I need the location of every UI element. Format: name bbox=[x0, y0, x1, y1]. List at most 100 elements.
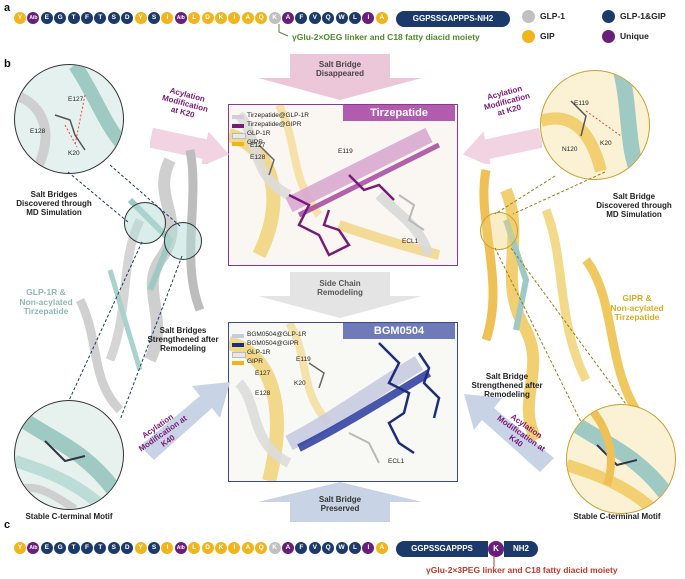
sequence-residue: I bbox=[228, 12, 241, 24]
left-receptor-label: GLP-1R & Non-acylated Tirzepatide bbox=[6, 278, 86, 317]
right-salt-bridge-md: Salt Bridge Discovered through MD Simula… bbox=[596, 192, 672, 220]
arrow-remodeling-label: Side Chain Remodeling bbox=[317, 279, 363, 298]
sequence-residue: F bbox=[295, 12, 308, 24]
bgm0504-panel bbox=[228, 322, 458, 482]
tz-legend-label-2: GLP-1R bbox=[247, 130, 271, 137]
bgm-residue-e128: E128 bbox=[255, 390, 271, 397]
sequence-residue: I bbox=[228, 542, 241, 554]
panel-letter-c: c bbox=[4, 519, 11, 531]
bgm0504-structure bbox=[229, 323, 441, 481]
sequence-residue: Q bbox=[322, 12, 335, 24]
right-motif-structure bbox=[567, 405, 674, 513]
sequence-residue: Y bbox=[134, 542, 147, 554]
legend-unique-swatch bbox=[602, 30, 615, 43]
tirzepatide-legend: Tirzepatide@GLP-1R Tirzepatide@GIPR GLP-… bbox=[232, 112, 342, 156]
bgm-residue-e119: E119 bbox=[296, 356, 311, 363]
right-zoom-k20: K20 bbox=[600, 140, 612, 147]
legend: GLP-1 GLP-1&GIP GIP Unique bbox=[520, 8, 680, 48]
right-zoom-circle bbox=[540, 70, 650, 180]
linker-a-note: γGlu-2×OEG linker and C18 fatty diacid m… bbox=[292, 32, 480, 42]
linker-c-connector bbox=[493, 555, 495, 567]
bgm0504-title: BGM0504 bbox=[343, 323, 455, 339]
sequence-a-tail-label: GGPSSGAPPPS-NH2 bbox=[412, 14, 494, 23]
sequence-residue: L bbox=[349, 542, 361, 554]
sequence-residue: S bbox=[107, 542, 120, 554]
sequence-residue: D bbox=[201, 542, 214, 554]
right-acylation-k20-arrow bbox=[462, 128, 542, 164]
right-zoom-n120: N120 bbox=[562, 146, 578, 153]
bgm-legend-label-2: GLP-1R bbox=[247, 349, 271, 356]
tz-legend-swatch-2 bbox=[232, 133, 246, 139]
arrow-disappeared bbox=[258, 54, 422, 100]
bgm-legend-swatch-3 bbox=[232, 361, 244, 365]
tz-legend-label-3: GIPR bbox=[247, 139, 263, 146]
left-motif-structure bbox=[15, 414, 122, 509]
left-small-circle-2 bbox=[164, 222, 202, 260]
panel-letter-a: a bbox=[4, 2, 11, 14]
tz-legend-label-0: Tirzepatide@GLP-1R bbox=[247, 112, 309, 119]
bgm-legend-swatch-0 bbox=[232, 334, 244, 338]
sequence-residue: Aib bbox=[27, 12, 40, 24]
tirzepatide-panel bbox=[228, 104, 458, 266]
sequence-residue: L bbox=[188, 12, 201, 24]
sequence-residue: A bbox=[375, 12, 388, 24]
right-motif-label: Stable C-terminal Motif bbox=[573, 512, 661, 521]
sequence-residue: V bbox=[308, 12, 321, 24]
sequence-residue: A bbox=[282, 542, 294, 554]
left-dashed-connectors bbox=[59, 164, 183, 421]
arrow-disappeared-label: Salt Bridge Disappeared bbox=[315, 60, 365, 79]
sequence-residue: L bbox=[188, 542, 201, 554]
left-motif-circle bbox=[14, 400, 124, 510]
bgm-residue-ecl1: ECL1 bbox=[388, 458, 405, 465]
sequence-residue: D bbox=[121, 12, 134, 24]
sequence-residue: Q bbox=[255, 542, 268, 554]
tz-legend-swatch-0 bbox=[232, 115, 244, 119]
arrow-remodeling bbox=[258, 272, 422, 318]
bgm-legend-label-3: GIPR bbox=[247, 358, 263, 365]
sequence-residue: F bbox=[295, 542, 308, 554]
bgm-legend-label-0: BGM0504@GLP-1R bbox=[247, 331, 307, 338]
sequence-c-k-bead: K bbox=[488, 541, 504, 557]
right-zoom-e119: E119 bbox=[574, 100, 589, 107]
bgm-legend-swatch-1 bbox=[232, 343, 244, 347]
legend-unique-label: Unique bbox=[620, 31, 649, 41]
left-receptor-label-text: GLP-1R & Non-acylated Tirzepatide bbox=[19, 286, 73, 317]
right-acylation-k40-arrow bbox=[464, 394, 554, 472]
left-acylation-k40-arrow bbox=[140, 382, 230, 460]
sequence-residue: T bbox=[67, 12, 80, 24]
sequence-residue: I bbox=[161, 12, 174, 24]
tirzepatide-structure bbox=[229, 105, 441, 260]
panel-letter-b: b bbox=[4, 58, 11, 70]
sequence-residue: L bbox=[349, 12, 361, 24]
right-small-circle bbox=[480, 212, 518, 250]
sequence-residue: A bbox=[375, 542, 388, 554]
sequence-residue: Y bbox=[14, 542, 26, 554]
sequence-residue: W bbox=[335, 12, 348, 24]
sequence-residue: I bbox=[362, 542, 375, 554]
sequence-c-k-label: K bbox=[493, 544, 499, 553]
right-dashed-connectors bbox=[494, 171, 646, 431]
arrow-preserved-label: Salt Bridge Preserved bbox=[318, 495, 362, 514]
sequence-residue: F bbox=[81, 542, 93, 554]
sequence-residue: I bbox=[161, 542, 174, 554]
legend-glp1gip-label: GLP-1&GIP bbox=[620, 11, 666, 21]
sequence-residue: T bbox=[67, 542, 80, 554]
left-acylation-k20-arrow bbox=[150, 128, 230, 164]
linker-c-note: γGlu-2×3PEG linker and C18 fatty diacid … bbox=[426, 565, 618, 575]
left-small-circle-1 bbox=[124, 202, 166, 244]
left-motif-label: Stable C-terminal Motif bbox=[25, 512, 113, 521]
sequence-residue: G bbox=[54, 542, 67, 554]
legend-glp1-swatch bbox=[522, 10, 535, 23]
tirzepatide-title-text: Tirzepatide bbox=[370, 107, 428, 119]
sequence-residue: A bbox=[282, 12, 294, 24]
sequence-residue: W bbox=[335, 542, 348, 554]
sequence-residue: K bbox=[268, 12, 281, 24]
tirzepatide-title: Tirzepatide bbox=[343, 105, 455, 121]
left-zoom-circle bbox=[14, 64, 124, 174]
sequence-residue: K bbox=[215, 12, 227, 24]
sequence-residue: Aib bbox=[174, 542, 187, 554]
tz-residue-e119: E119 bbox=[338, 148, 353, 155]
sequence-residue: F bbox=[81, 12, 93, 24]
